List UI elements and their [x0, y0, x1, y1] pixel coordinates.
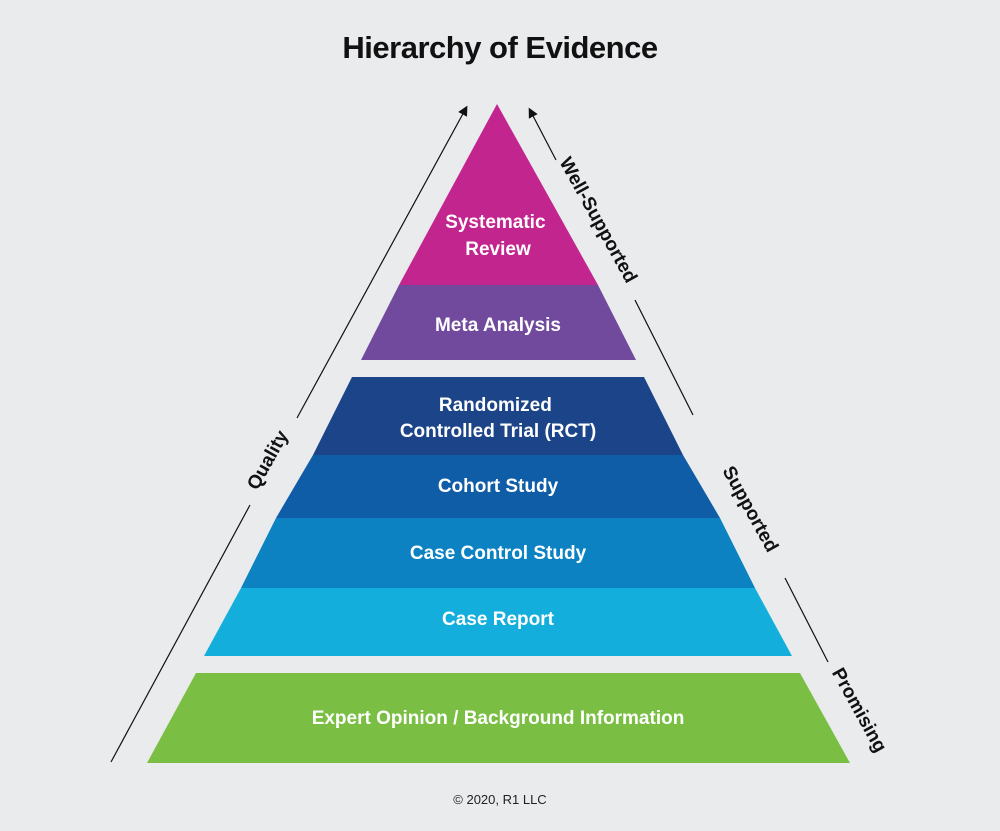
- tier-case-control-study: [241, 518, 755, 588]
- tier-label-line: Case Control Study: [410, 543, 587, 564]
- tier-label-cohort-study: Cohort Study: [438, 476, 559, 497]
- tier-randomized-controlled-trial: [313, 377, 683, 455]
- tier-expert-opinion: [147, 673, 850, 763]
- quality-axis-label: Quality: [243, 427, 293, 494]
- tier-label-line: Cohort Study: [438, 476, 559, 497]
- tier-label-line: Case Report: [442, 609, 555, 630]
- tier-label-line: Meta Analysis: [435, 315, 561, 336]
- tier-label-line: Controlled Trial (RCT): [400, 421, 596, 442]
- tier-labels: Systematic Review Meta Analysis Randomiz…: [312, 212, 685, 729]
- quality-axis-upper-line: [296, 105, 468, 419]
- tier-label-case-report: Case Report: [442, 609, 555, 630]
- tier-label-case-control-study: Case Control Study: [410, 543, 587, 564]
- support-axis-top-line: [528, 107, 557, 161]
- tier-label-meta-analysis: Meta Analysis: [435, 315, 561, 336]
- pyramid-tiers: [147, 104, 850, 763]
- tier-label-line: Randomized: [439, 395, 552, 416]
- diagram-title: Hierarchy of Evidence: [342, 30, 658, 65]
- tier-case-report: [204, 588, 792, 656]
- tier-label-systematic-review: Systematic Review: [445, 212, 551, 260]
- copyright-notice: © 2020, R1 LLC: [453, 792, 547, 807]
- tier-label-line: Systematic: [445, 212, 546, 233]
- tier-systematic-review: [399, 104, 598, 285]
- tier-meta-analysis: [361, 285, 636, 360]
- tier-label-randomized-controlled-trial: Randomized Controlled Trial (RCT): [400, 395, 596, 442]
- support-axis-segment-2: [784, 577, 829, 663]
- tier-cohort-study: [276, 455, 720, 518]
- tier-label-expert-opinion: Expert Opinion / Background Information: [312, 708, 685, 729]
- support-axis-segment-1: [634, 299, 694, 416]
- quality-axis-lower-line: [110, 504, 251, 763]
- tier-label-line: Expert Opinion / Background Information: [312, 708, 685, 729]
- tier-label-line: Review: [465, 239, 531, 260]
